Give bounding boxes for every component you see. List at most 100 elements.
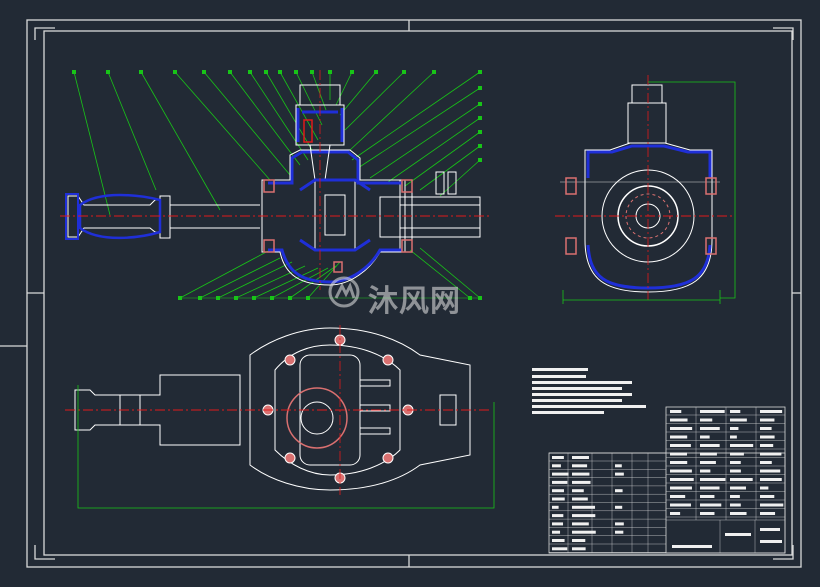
title-block-text-mark xyxy=(730,512,747,515)
title-block-text xyxy=(552,410,784,551)
title-block-text-mark xyxy=(572,530,596,534)
title-block-text-mark xyxy=(572,489,584,493)
axle-hatch-left xyxy=(78,193,162,240)
side-housing-outline xyxy=(584,142,713,293)
watermark-text: 沐风网 xyxy=(368,284,461,319)
title-block-text-mark xyxy=(760,478,782,481)
title-block-text-mark xyxy=(552,522,564,526)
title-block-text-mark xyxy=(670,478,694,481)
title-block-text-mark xyxy=(572,464,588,468)
top-axle-left xyxy=(74,374,241,446)
title-block-text-mark xyxy=(572,539,586,542)
title-block-text-mark xyxy=(572,497,588,501)
title-block-text-mark xyxy=(700,418,713,422)
title-block-text-mark xyxy=(572,505,596,509)
title-block-text-mark xyxy=(552,530,561,534)
top-dimension-lines xyxy=(77,385,495,509)
title-block-text-mark xyxy=(552,489,564,493)
title-block-text-mark xyxy=(725,533,751,536)
title-block-text-mark xyxy=(670,495,686,498)
top-view xyxy=(65,325,495,509)
title-block xyxy=(548,406,786,554)
mf-logo-icon xyxy=(328,276,360,308)
front-section-view xyxy=(60,70,490,300)
title-block-text-mark xyxy=(615,464,622,468)
title-block-text-mark xyxy=(700,427,720,430)
title-block-text-mark xyxy=(670,486,692,490)
title-block-text-mark xyxy=(572,456,589,459)
title-block-text-mark xyxy=(572,522,589,526)
title-block-text-mark xyxy=(552,547,568,551)
title-block-text-mark xyxy=(730,410,741,413)
technical-notes xyxy=(532,368,646,414)
title-block-text-mark xyxy=(730,478,753,481)
side-dimension-lines xyxy=(562,81,736,304)
title-block-text-mark xyxy=(730,418,747,422)
title-block-text-mark xyxy=(700,478,726,481)
side-section-view xyxy=(555,75,736,304)
title-block-text-mark xyxy=(552,514,564,518)
title-block-text-mark xyxy=(552,480,568,484)
title-block-text-mark xyxy=(670,444,691,447)
title-block-text-mark xyxy=(760,512,776,515)
title-block-text-mark xyxy=(700,435,710,439)
top-ring-gear xyxy=(286,387,348,449)
title-block-text-mark xyxy=(700,461,716,464)
title-block-text-mark xyxy=(760,427,772,430)
title-block-text-mark xyxy=(730,461,741,464)
title-block-text-mark xyxy=(552,497,565,501)
title-block-text-mark xyxy=(700,512,715,515)
title-block-text-mark xyxy=(760,495,775,498)
title-block-text-mark xyxy=(572,514,596,518)
title-block-text-mark xyxy=(615,489,623,493)
title-block-text-mark xyxy=(730,444,754,447)
title-block-text-mark xyxy=(615,522,624,526)
differential-hatch xyxy=(299,178,371,252)
title-block-text-mark xyxy=(730,427,739,430)
title-block-text-mark xyxy=(552,505,559,509)
title-block-text-mark xyxy=(700,503,722,507)
title-block-text-mark xyxy=(760,503,784,507)
title-block-text-mark xyxy=(552,456,564,459)
top-housing-outline xyxy=(249,327,471,491)
title-block-text-mark xyxy=(760,461,772,464)
title-block-text-mark xyxy=(670,452,688,456)
title-block-text-mark xyxy=(670,410,682,413)
drawing-frame xyxy=(0,19,802,568)
differential-carrier xyxy=(314,179,356,251)
title-block-text-mark xyxy=(730,503,741,507)
watermark: 沐风网 xyxy=(368,276,461,320)
title-block-text-mark xyxy=(760,469,781,473)
title-block-text-mark xyxy=(730,452,744,456)
title-block-text-mark xyxy=(670,503,691,507)
pinion-red-accent xyxy=(303,119,313,143)
side-flange-bolts xyxy=(565,177,717,255)
title-block-text-mark xyxy=(730,495,740,498)
title-block-text-mark xyxy=(670,418,688,422)
title-block-text-mark xyxy=(700,469,711,473)
title-block-grid xyxy=(549,407,785,553)
title-block-text-mark xyxy=(700,495,715,498)
title-block-text-mark xyxy=(552,539,565,542)
title-block-text-mark xyxy=(700,410,725,413)
title-block-text-mark xyxy=(572,547,586,551)
title-block-text-mark xyxy=(700,486,720,490)
title-block-text-mark xyxy=(572,480,591,484)
title-block-text-mark xyxy=(670,427,693,430)
title-block-text-mark xyxy=(760,540,782,543)
side-housing-hatch xyxy=(586,144,712,290)
title-block-text-mark xyxy=(730,435,737,439)
title-block-text-mark xyxy=(760,452,782,456)
title-block-text-mark xyxy=(670,435,688,439)
title-block-text-mark xyxy=(552,472,569,476)
title-block-text-mark xyxy=(670,512,681,515)
diff-housing-hatch xyxy=(268,150,402,284)
title-block-text-mark xyxy=(760,528,780,531)
title-block-text-mark xyxy=(730,486,746,490)
top-housing-inner xyxy=(274,344,401,476)
title-block-text-mark xyxy=(670,461,688,464)
top-ring-gear-inner xyxy=(300,401,334,435)
title-block-text-mark xyxy=(730,469,741,473)
title-block-text-mark xyxy=(760,486,769,490)
